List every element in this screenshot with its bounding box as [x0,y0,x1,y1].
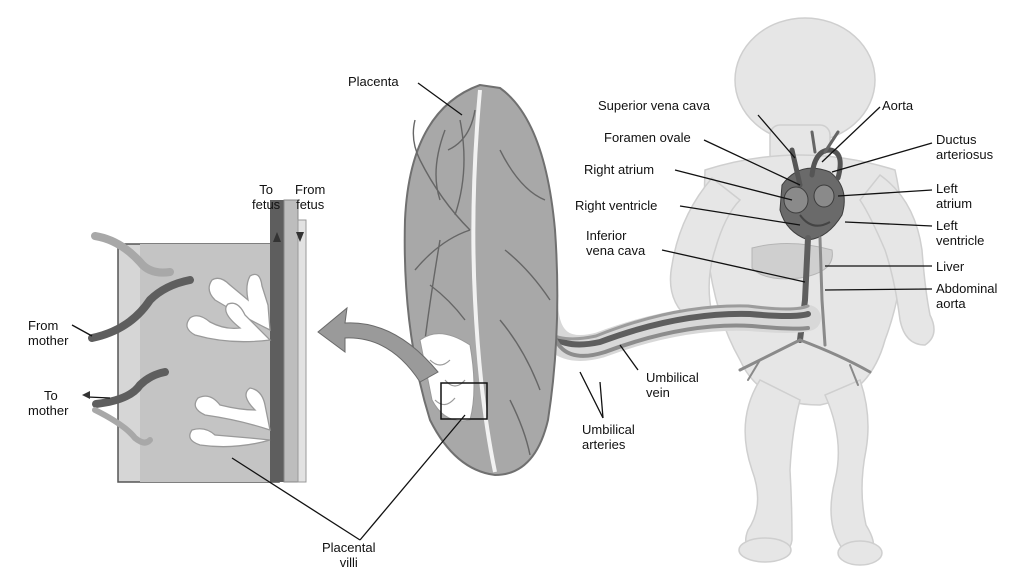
label-liver: Liver [936,259,964,274]
label-placenta: Placenta [348,74,399,89]
label-superior-vena-cava: Superior vena cava [598,98,710,113]
label-right-atrium: Right atrium [584,162,654,177]
villi-inset [92,200,306,482]
label-aorta: Aorta [882,98,913,113]
label-foramen-ovale: Foramen ovale [604,130,691,145]
label-right-ventricle: Right ventricle [575,198,657,213]
placenta-organ [405,85,558,475]
